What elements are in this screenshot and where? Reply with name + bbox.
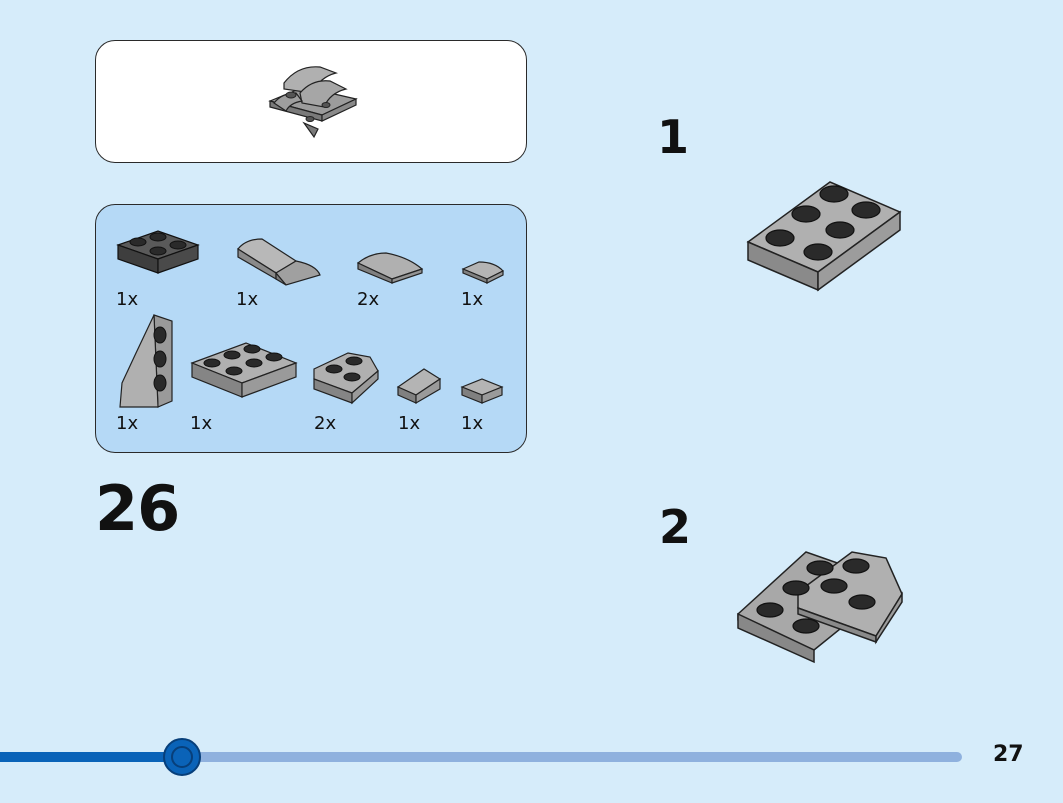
parts-list: 1x 1x 2x 1x: [95, 204, 527, 453]
slope-1x1-icon: [396, 368, 442, 405]
part-qty: 1x: [190, 413, 213, 434]
plate-2x3-icon: [190, 342, 298, 398]
submodel-assembly-icon: [268, 66, 358, 139]
curved-slope-2x2-icon: [356, 252, 424, 284]
submodel-callout: [95, 40, 527, 163]
part-qty: 1x: [236, 289, 259, 310]
round-corner-tile-1x1-icon: [461, 261, 504, 284]
substep-number: 2: [659, 500, 692, 554]
tile-1x1-icon: [460, 378, 504, 404]
part-qty: 1x: [461, 413, 484, 434]
progress-fill: [0, 752, 182, 762]
main-step-number: 26: [95, 472, 180, 545]
progress-indicator: [163, 738, 201, 776]
progress-track: [0, 752, 962, 762]
part-qty: 1x: [116, 289, 139, 310]
part-qty: 2x: [314, 413, 337, 434]
curved-slope-2x4-icon: [237, 238, 321, 286]
part-qty: 1x: [398, 413, 421, 434]
part-qty: 1x: [116, 413, 139, 434]
substep-number: 1: [657, 110, 690, 164]
page-number: 27: [993, 742, 1024, 767]
part-qty: 1x: [461, 289, 484, 310]
wedge-plate-3x2-icon: [119, 314, 173, 408]
substep-2-wing-plates-icon: [737, 551, 903, 664]
dark-plate-2x2-icon: [116, 230, 200, 274]
part-qty: 2x: [357, 289, 380, 310]
substep-1-plate-2x2-icon: [746, 181, 902, 292]
wing-plate-2x2-icon: [313, 352, 379, 405]
